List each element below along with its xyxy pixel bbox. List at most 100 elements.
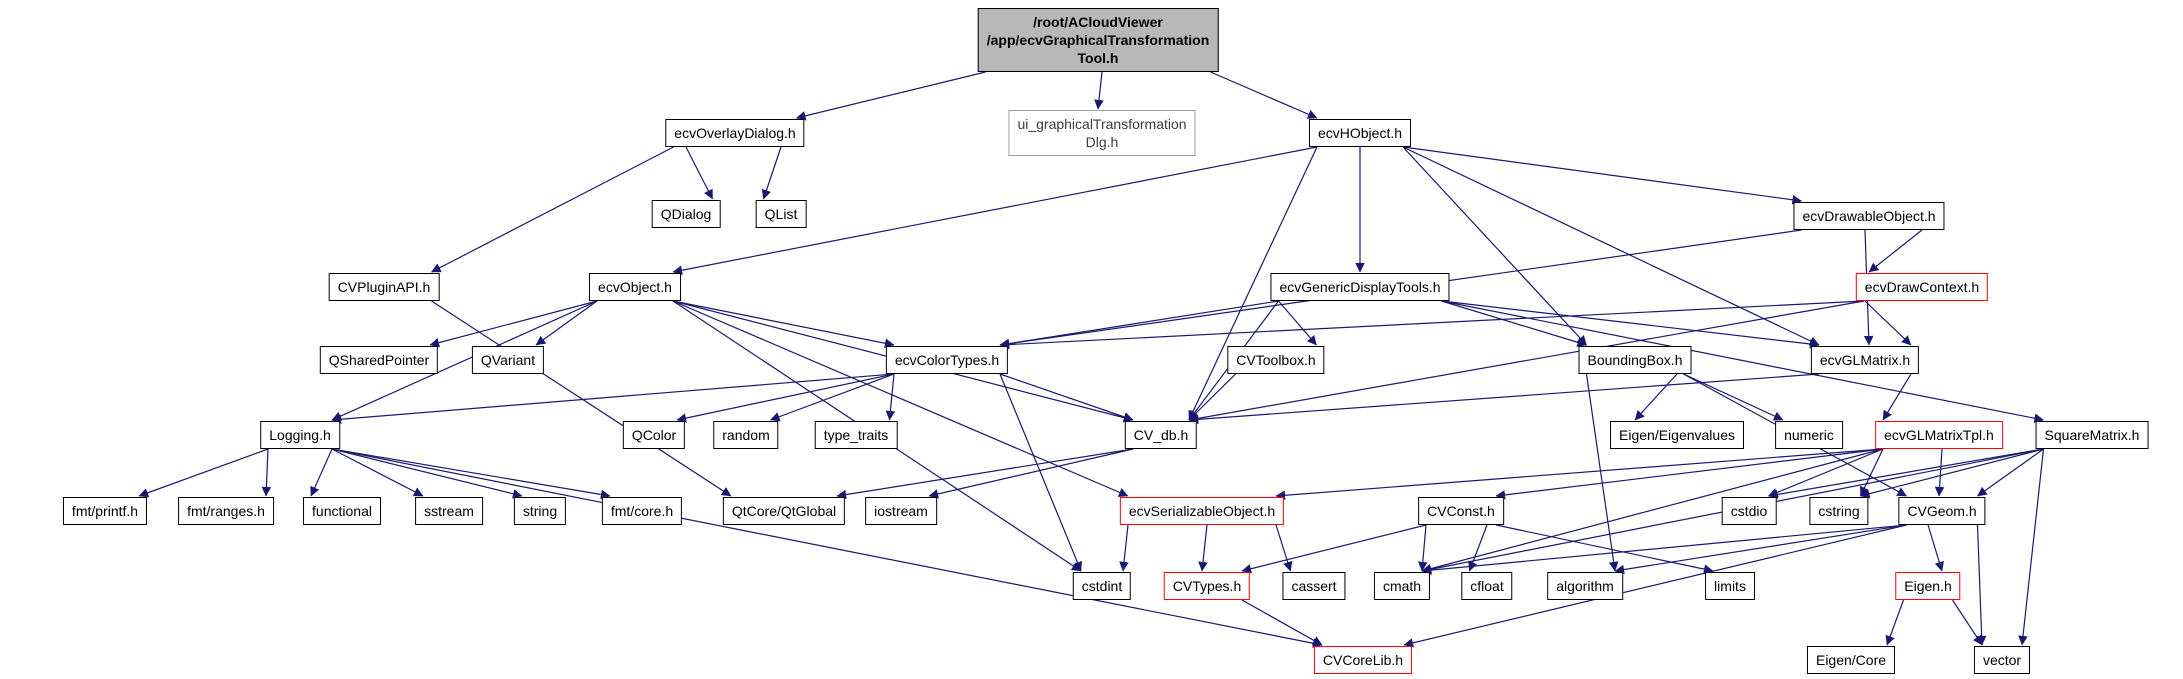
graph-node-CVToolbox[interactable]: CVToolbox.h bbox=[1227, 346, 1325, 374]
graph-node-label: cstdio bbox=[1730, 503, 1768, 519]
graph-node-label: iostream bbox=[874, 503, 928, 519]
edge-ecvObject-Logging bbox=[331, 300, 598, 421]
graph-node-QtGlobal: QtCore/QtGlobal bbox=[722, 497, 846, 525]
edge-ecvGLMatrixTpl-CVConst bbox=[1495, 448, 1884, 500]
graph-node-Eigen_h[interactable]: Eigen.h bbox=[1895, 572, 1961, 600]
edge-Logging-string bbox=[331, 448, 523, 499]
edge-ecvObject-QVariant bbox=[535, 300, 598, 346]
graph-node-limits: limits bbox=[1705, 572, 1755, 600]
edge-ecvHObject-CV_db bbox=[1188, 146, 1318, 421]
graph-node-ecvOverlayDialog[interactable]: ecvOverlayDialog.h bbox=[665, 119, 805, 147]
edge-Logging-fmtcore bbox=[331, 448, 611, 500]
edge-ecvOverlayDialog-QDialog bbox=[685, 146, 714, 200]
edge-ecvObject-ecvColorTypes bbox=[672, 300, 895, 348]
edge-ecvDrawContext-ecvColorTypes bbox=[999, 300, 1865, 350]
edge-ecvColorTypes-cstdint bbox=[999, 373, 1082, 572]
graph-node-label: QColor bbox=[631, 427, 677, 443]
graph-node-ecvDrawableObject[interactable]: ecvDrawableObject.h bbox=[1793, 202, 1945, 230]
graph-node-ecvDrawContext[interactable]: ecvDrawContext.h bbox=[1855, 273, 1989, 301]
edge-ecvOverlayDialog-QList bbox=[761, 146, 782, 200]
graph-node-CV_db[interactable]: CV_db.h bbox=[1124, 421, 1198, 449]
graph-node-label: /root/ACloudViewer/app/ecvGraphicalTrans… bbox=[986, 14, 1210, 66]
edge-ecvColorTypes-CV_db bbox=[999, 373, 1134, 422]
edge-ecvHObject-ecvObject bbox=[672, 146, 1318, 275]
graph-node-label: ecvDrawableObject.h bbox=[1802, 208, 1936, 224]
graph-node-label: cfloat bbox=[1470, 578, 1504, 594]
edge-CV_db-QtGlobal bbox=[836, 448, 1134, 500]
edge-CVToolbox-CV_db bbox=[1188, 373, 1236, 421]
graph-node-label: fmt/printf.h bbox=[71, 503, 139, 519]
edge-ecvColorTypes-Logging bbox=[331, 373, 895, 425]
edge-ecvSerializableObject-CVTypes bbox=[1198, 524, 1208, 572]
graph-node-label: vector bbox=[1982, 652, 2022, 668]
edge-CVTypes-CVCoreLib bbox=[1241, 599, 1323, 646]
graph-node-label: cassert bbox=[1291, 578, 1337, 594]
graph-node-ecvObject[interactable]: ecvObject.h bbox=[589, 273, 681, 301]
edge-ecvColorTypes-QColor bbox=[676, 373, 895, 423]
graph-node-SquareMatrix[interactable]: SquareMatrix.h bbox=[2035, 421, 2149, 449]
edge-SquareMatrix-cstring bbox=[1860, 448, 2044, 499]
graph-node-label: ecvGLMatrix.h bbox=[1819, 352, 1911, 368]
graph-node-label: CVCoreLib.h bbox=[1322, 652, 1404, 668]
edge-ecvGenericDisplayTools-ecvColorTypes bbox=[999, 300, 1279, 349]
edge-ecvHObject-ecvDrawableObject bbox=[1402, 146, 1802, 205]
graph-node-ecvSerializableObject[interactable]: ecvSerializableObject.h bbox=[1119, 497, 1285, 525]
graph-node-label: SquareMatrix.h bbox=[2044, 427, 2140, 443]
graph-node-CVGeom[interactable]: CVGeom.h bbox=[1898, 497, 1986, 525]
graph-node-label: cstring bbox=[1818, 503, 1860, 519]
graph-node-BoundingBox[interactable]: BoundingBox.h bbox=[1578, 346, 1692, 374]
graph-node-label: type_traits bbox=[823, 427, 889, 443]
edge-ecvGenericDisplayTools-SquareMatrix bbox=[1441, 300, 2044, 423]
graph-node-CVTypes[interactable]: CVTypes.h bbox=[1163, 572, 1251, 600]
graph-node-ecvGenericDisplayTools[interactable]: ecvGenericDisplayTools.h bbox=[1270, 273, 1450, 301]
graph-node-algorithm: algorithm bbox=[1547, 572, 1623, 600]
edge-root-ecvHObject bbox=[1210, 71, 1318, 119]
graph-node-ecvHObject[interactable]: ecvHObject.h bbox=[1308, 119, 1412, 147]
graph-node-CVCoreLib[interactable]: CVCoreLib.h bbox=[1313, 646, 1413, 674]
graph-node-CVConst[interactable]: CVConst.h bbox=[1418, 497, 1504, 525]
edge-BoundingBox-numeric bbox=[1683, 373, 1784, 421]
graph-node-ecvColorTypes[interactable]: ecvColorTypes.h bbox=[885, 346, 1009, 374]
edge-ecvGLMatrixTpl-cstdio bbox=[1768, 448, 1884, 497]
edge-ecvHObject-BoundingBox bbox=[1402, 146, 1587, 346]
graph-node-label: fmt/core.h bbox=[610, 503, 674, 519]
edge-ecvDrawContext-ecvGLMatrix bbox=[1864, 300, 1912, 346]
graph-node-EigenCore: Eigen/Core bbox=[1806, 646, 1896, 674]
graph-node-label: functional bbox=[312, 503, 372, 519]
graph-node-label: ecvGLMatrixTpl.h bbox=[1884, 427, 1994, 443]
graph-node-label: QVariant bbox=[480, 352, 536, 368]
graph-node-label: CVToolbox.h bbox=[1236, 352, 1316, 368]
graph-node-CVPluginAPI[interactable]: CVPluginAPI.h bbox=[328, 273, 440, 301]
edge-BoundingBox-EigenEigenvalues bbox=[1634, 373, 1678, 421]
edge-CVGeom-cmath bbox=[1421, 524, 1907, 575]
graph-node-label: string bbox=[522, 503, 558, 519]
edge-Logging-CVCoreLib bbox=[331, 448, 1323, 648]
graph-node-label: Eigen/Eigenvalues bbox=[1619, 427, 1735, 443]
edge-CVPluginAPI-QtGlobal bbox=[431, 300, 732, 497]
graph-node-ecvGLMatrixTpl[interactable]: ecvGLMatrixTpl.h bbox=[1875, 421, 2003, 449]
graph-node-cstdio: cstdio bbox=[1721, 497, 1777, 525]
graph-node-Logging[interactable]: Logging.h bbox=[260, 421, 340, 449]
graph-node-label: Logging.h bbox=[269, 427, 331, 443]
graph-node-label: ecvGenericDisplayTools.h bbox=[1279, 279, 1441, 295]
edge-ecvGenericDisplayTools-CVToolbox bbox=[1278, 300, 1317, 346]
graph-node-cstring: cstring bbox=[1809, 497, 1869, 525]
edge-Eigen_h-vector bbox=[1951, 599, 1983, 646]
graph-node-cstdint: cstdint bbox=[1072, 572, 1132, 600]
graph-node-ecvGLMatrix[interactable]: ecvGLMatrix.h bbox=[1810, 346, 1920, 374]
graph-node-fmtprintf: fmt/printf.h bbox=[62, 497, 148, 525]
edge-ecvColorTypes-random bbox=[770, 373, 895, 422]
edge-Logging-fmtranges bbox=[261, 448, 272, 497]
edge-ecvObject-QSharedPointer bbox=[429, 300, 598, 348]
graph-node-label: cstdint bbox=[1081, 578, 1123, 594]
edge-CVGeom-CVCoreLib bbox=[1403, 524, 1907, 648]
graph-node-label: CVConst.h bbox=[1427, 503, 1495, 519]
graph-node-random: random bbox=[713, 421, 779, 449]
graph-node-QColor: QColor bbox=[622, 421, 686, 449]
graph-node-QSharedPointer: QSharedPointer bbox=[319, 346, 439, 374]
graph-node-type_traits: type_traits bbox=[814, 421, 898, 449]
graph-node-QDialog: QDialog bbox=[651, 200, 721, 228]
